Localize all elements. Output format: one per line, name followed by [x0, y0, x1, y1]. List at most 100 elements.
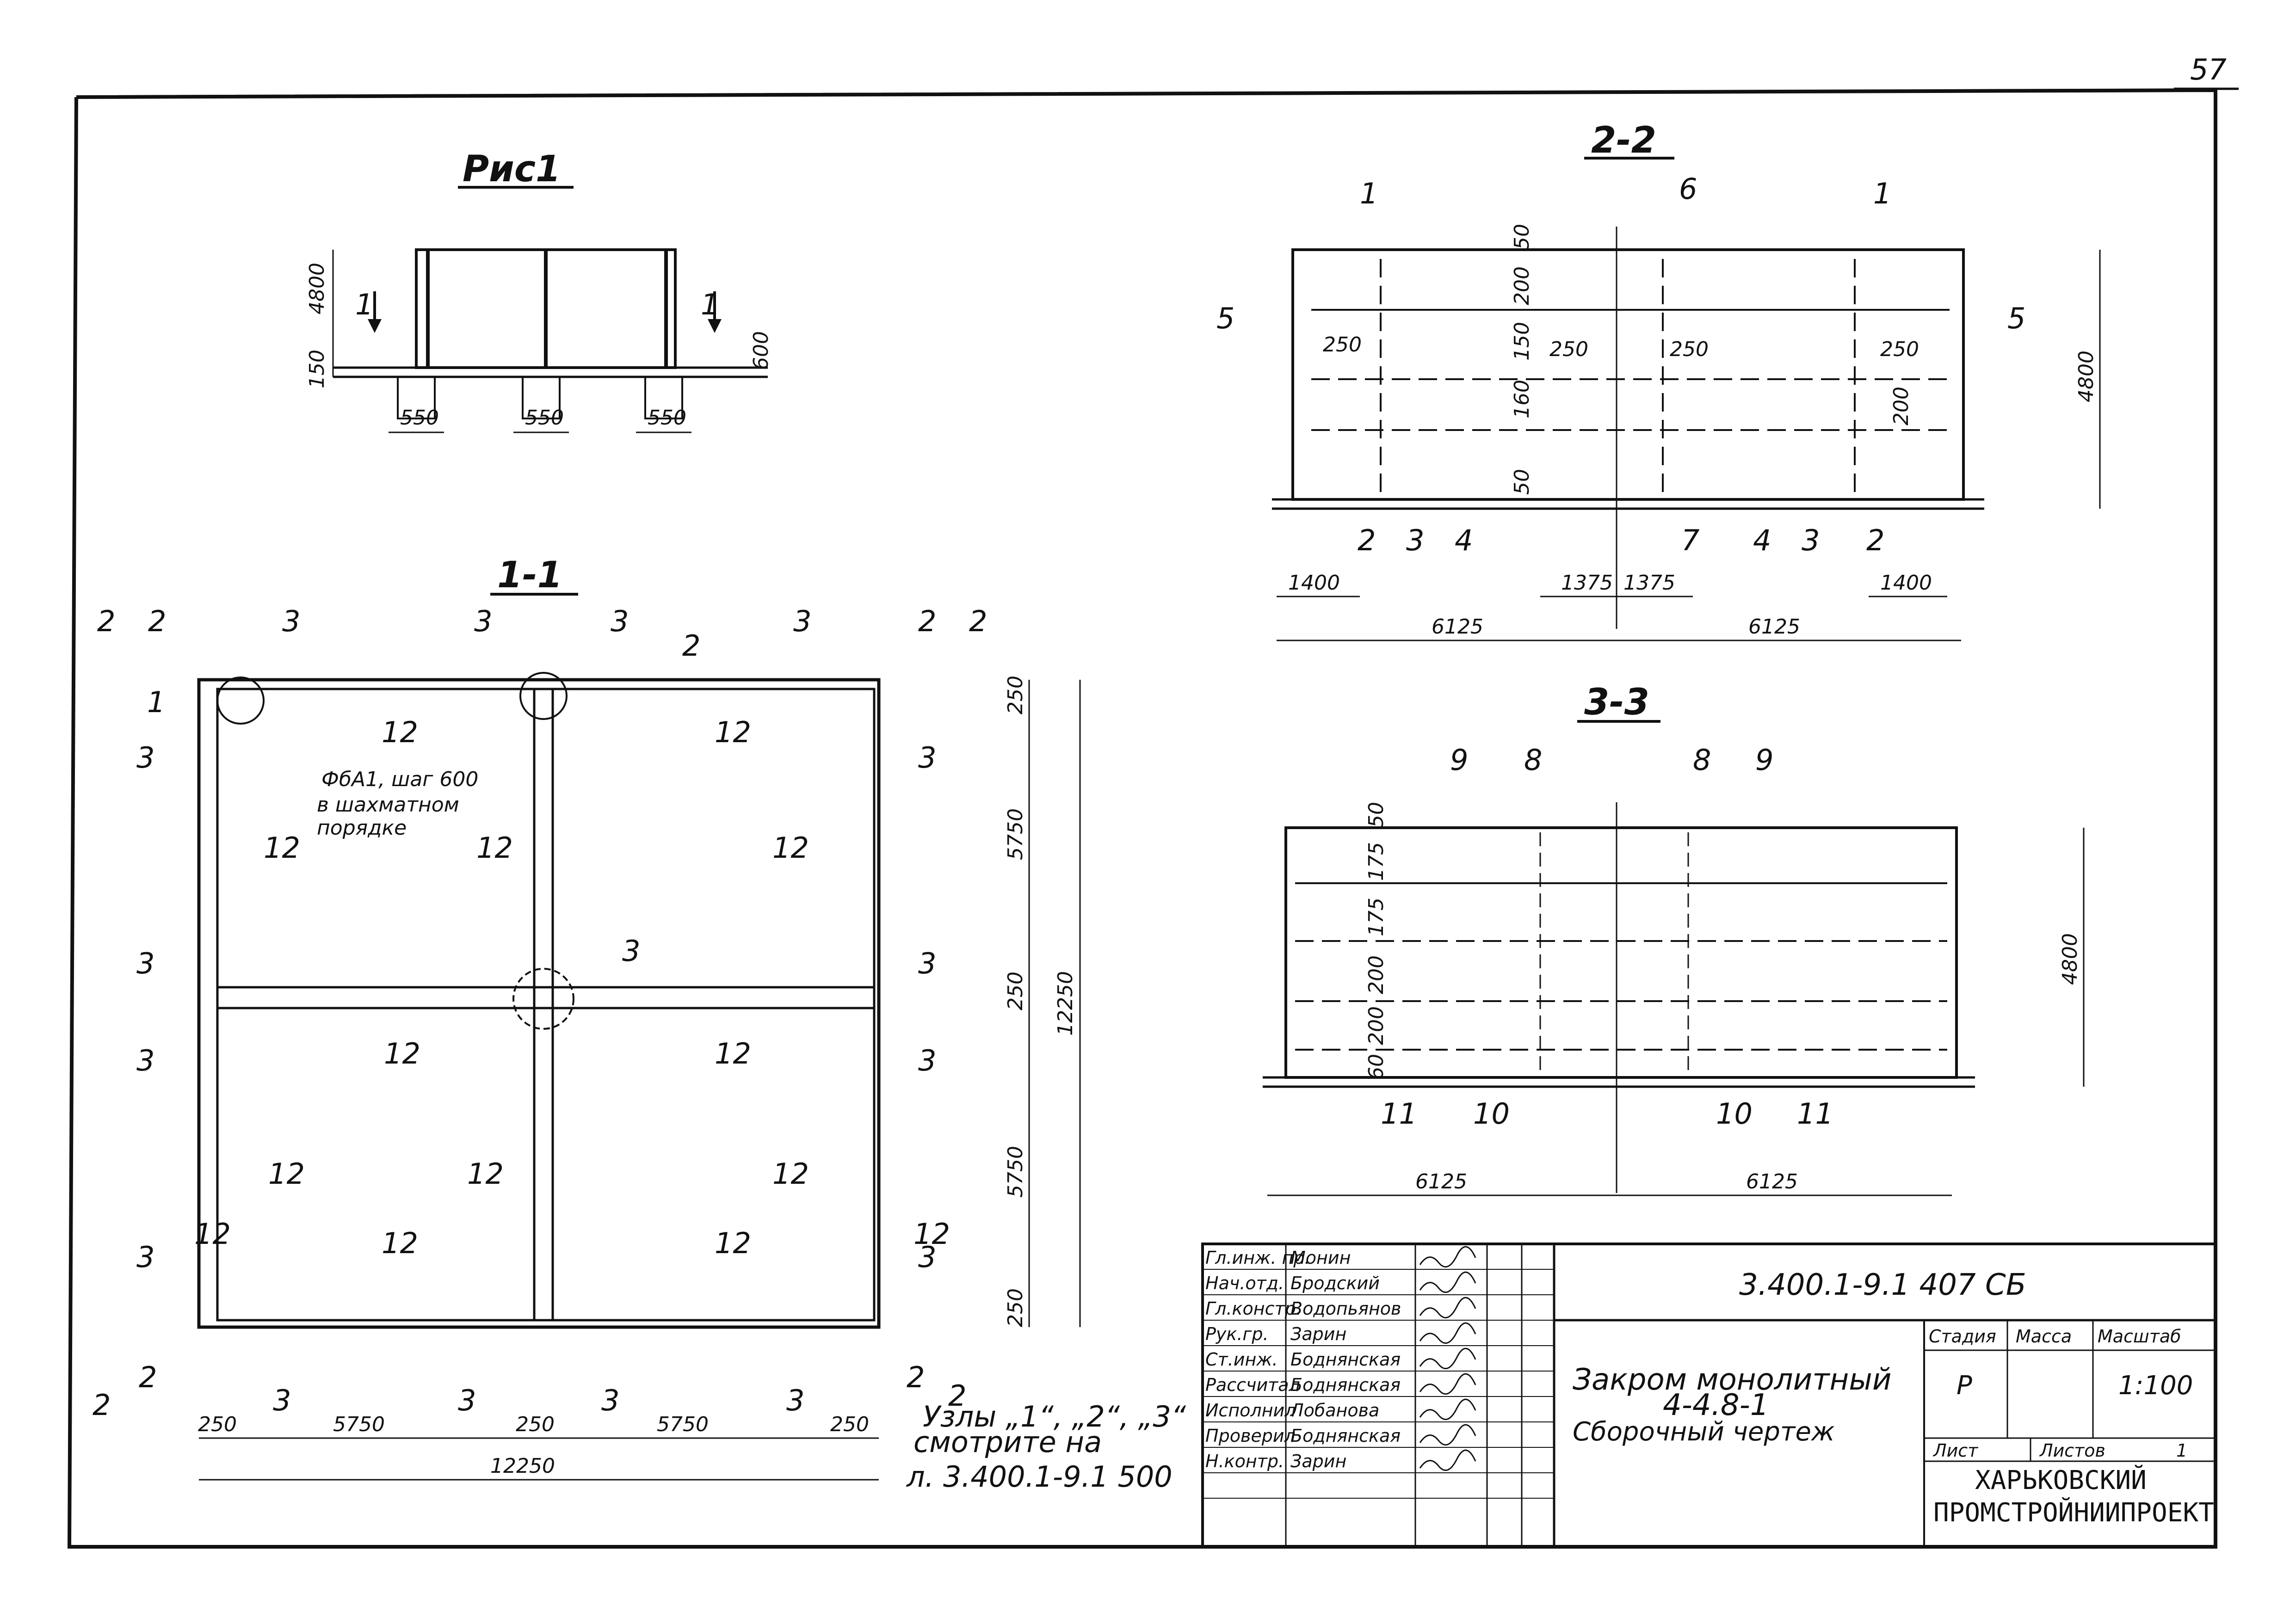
tb-sheets-label: Листов [2039, 1440, 2105, 1461]
section-3-3-dim-6125-a: 6125 [1415, 1170, 1467, 1193]
tb-name-8: Боднянская [1290, 1426, 1401, 1446]
section-3-3-dim-6125-b: 6125 [1746, 1170, 1798, 1193]
position-3: 3 [622, 934, 640, 968]
cut-label-top-2b: 2 [148, 604, 166, 638]
section-2-2-dim-200: 200 [1510, 266, 1534, 305]
position-12-l: 12 [715, 1226, 751, 1260]
position-12-b: 12 [715, 715, 751, 749]
dim-bottom-250-b: 250 [516, 1413, 555, 1436]
section-2-2-position-4a: 4 [1455, 523, 1473, 557]
section-3-3-position-8b: 8 [1693, 743, 1711, 777]
reinforcement-note-line-1: ФбА1, шаг 600 [321, 768, 478, 791]
tb-role-4: Рук.гр. [1205, 1324, 1269, 1344]
tb-signature-3 [1419, 1297, 1476, 1318]
section-3-3-dim-200-b: 200 [1364, 1006, 1388, 1045]
section-2-2-dim-250-a: 250 [1323, 333, 1362, 357]
tb-sheet-label: Лист [1932, 1440, 1979, 1461]
cut-label-top-3d: 3 [793, 604, 811, 638]
cut-label-right-3a: 3 [918, 741, 936, 775]
tb-role-9: Н.контр. [1205, 1451, 1284, 1471]
title-block: Гл.инж. пр. Нач.отд. Гл.констр. Рук.гр. … [1201, 1243, 2217, 1548]
section-2-2-dim-250-d: 250 [1880, 338, 1919, 361]
dim-right-5750-a: 5750 [1004, 808, 1027, 860]
section-2-2-dim-250-b: 250 [1549, 338, 1588, 361]
tb-name-6: Боднянская [1290, 1375, 1401, 1395]
section-2-2-dim-6125-b: 6125 [1748, 615, 1800, 639]
cut-label-top-2c: 2 [918, 604, 936, 638]
nodes-note-line-2: смотрите на [913, 1425, 1102, 1459]
position-2: 2 [682, 629, 700, 663]
section-2-2-position-6: 6 [1679, 172, 1697, 206]
tb-name-line-2: 4-4.8-1 [1663, 1388, 1769, 1422]
tb-scale-value: 1:100 [2118, 1371, 2193, 1401]
nodes-note-line-3: л. 3.400.1-9.1 500 [906, 1460, 1173, 1494]
tb-signature-2 [1419, 1271, 1476, 1293]
section-2-2-dim-1375-a: 1375 [1561, 571, 1613, 595]
section-3-3-dim-60: 60 [1364, 1054, 1388, 1080]
figure-1-footing-2 [522, 376, 561, 419]
section-2-2-position-2a: 2 [1358, 523, 1376, 557]
tb-signature-4 [1419, 1322, 1476, 1344]
tb-document-code: 3.400.1-9.1 407 СБ [1739, 1268, 2026, 1302]
dim-right-5750-b: 5750 [1004, 1146, 1027, 1198]
figure-1-mark-left: 1 [355, 288, 373, 321]
node-3-circle [512, 968, 574, 1030]
figure-1-dim-150: 150 [305, 350, 329, 388]
cut-label-left-3b: 3 [136, 947, 154, 980]
section-3-3-title: 3-3 [1584, 682, 1649, 723]
position-12-k: 12 [382, 1226, 418, 1260]
section-2-2-position-4b: 4 [1753, 523, 1771, 557]
cut-label-bottom-2b: 2 [139, 1360, 157, 1394]
section-1-1: 1-1 1 2 3 ФбА1, шаг 600 в шахматном поря… [93, 554, 1186, 1494]
tb-name-line-1: Закром монолитный [1573, 1363, 1892, 1397]
cut-label-left-3a: 3 [136, 741, 154, 775]
dim-bottom-total: 12250 [490, 1454, 555, 1478]
cut-label-top-3a: 3 [282, 604, 300, 638]
tb-name-3: Водопьянов [1290, 1298, 1401, 1319]
cut-label-top-3c: 3 [611, 604, 629, 638]
section-3-3-dim-175-a: 175 [1364, 842, 1388, 881]
node-2-circle [519, 672, 568, 720]
nodes-note-line-1: Узлы „1“, „2“, „3“ [923, 1400, 1186, 1433]
position-12-h: 12 [268, 1157, 305, 1191]
section-3-3: 3-3 9 8 8 9 11 10 10 11 50 175 175 200 2… [1263, 682, 2085, 1196]
figure-1-footing-1 [397, 376, 436, 419]
section-2-2-dim-6125-a: 6125 [1432, 615, 1483, 639]
tb-signature-7 [1419, 1398, 1476, 1420]
section-2-2-dim-1375-b: 1375 [1623, 571, 1675, 595]
tb-org-line-2: ПРОМСТРОЙНИИПРОЕКТ [1933, 1497, 2214, 1528]
section-2-2-position-2b: 2 [1866, 523, 1884, 557]
tb-name-5: Боднянская [1290, 1349, 1401, 1370]
tb-signature-9 [1419, 1449, 1476, 1471]
cut-label-bottom-3a: 3 [273, 1384, 291, 1417]
cut-label-top-3b: 3 [474, 604, 492, 638]
tb-name-line-3: Сборочный чертеж [1573, 1417, 1834, 1447]
section-3-3-dim-4800: 4800 [2058, 933, 2082, 985]
section-2-2: 2-2 1 6 1 5 5 2 3 4 7 4 3 2 50 200 150 1… [1216, 120, 2101, 641]
tb-name-2: Бродский [1290, 1273, 1380, 1293]
tb-sheets-count: 1 [2176, 1440, 2187, 1461]
title-block-frame [1201, 1243, 2217, 1548]
position-12-n: 12 [913, 1217, 950, 1251]
dim-bottom-5750-a: 5750 [333, 1413, 385, 1436]
section-3-3-position-9b: 9 [1755, 743, 1773, 777]
tb-role-1: Гл.инж. пр. [1205, 1248, 1310, 1268]
tb-signature-5 [1419, 1347, 1476, 1369]
cut-label-right-3b: 3 [918, 947, 936, 980]
figure-1-cut-arrowhead-left [368, 319, 382, 333]
figure-1-dim-550-b: 550 [525, 406, 564, 430]
position-12-d: 12 [476, 831, 513, 865]
tb-signature-6 [1419, 1373, 1476, 1395]
cut-label-bottom-2a: 2 [93, 1388, 111, 1422]
tb-stage-header: Стадия [1929, 1326, 1996, 1347]
section-2-2-position-3b: 3 [1802, 523, 1820, 557]
tb-stage-value: Р [1957, 1371, 1972, 1401]
section-2-2-dim-50-bottom: 50 [1510, 469, 1534, 495]
dim-bottom-250-a: 250 [198, 1413, 237, 1436]
section-2-2-dim-1400-a: 1400 [1288, 571, 1340, 595]
section-2-2-dim-4800: 4800 [2074, 351, 2098, 402]
figure-1-footing-3 [644, 376, 683, 419]
figure-1-dim-600: 600 [749, 331, 773, 370]
